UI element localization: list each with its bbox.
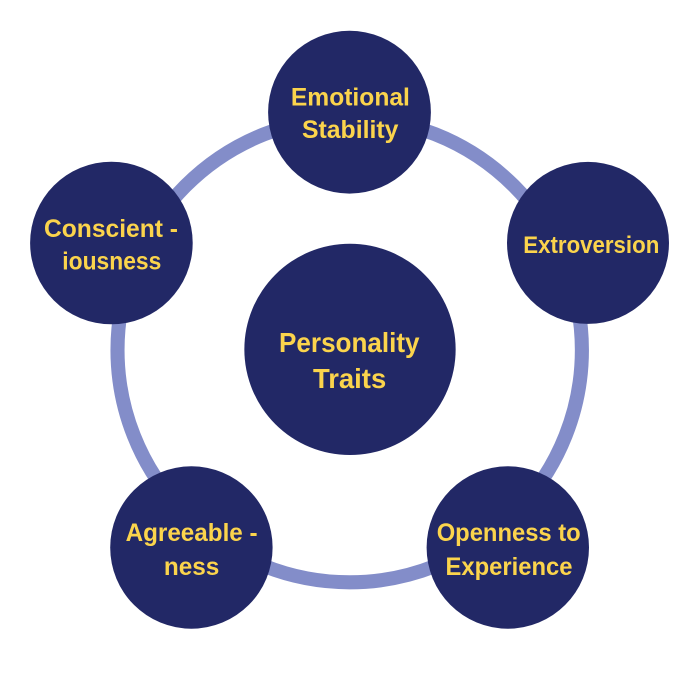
svg-text:Agreeable -: Agreeable - [126,519,258,547]
svg-text:Experience: Experience [446,553,573,581]
svg-text:iousness: iousness [62,247,161,275]
svg-text:Stability: Stability [302,116,399,144]
svg-text:Traits: Traits [313,363,386,394]
svg-text:Openness to: Openness to [437,519,581,547]
svg-text:Conscient -: Conscient - [44,215,178,243]
svg-text:Extroversion: Extroversion [523,232,659,259]
svg-text:Personality: Personality [279,327,420,358]
svg-text:ness: ness [164,553,220,581]
svg-text:Emotional: Emotional [291,84,410,112]
